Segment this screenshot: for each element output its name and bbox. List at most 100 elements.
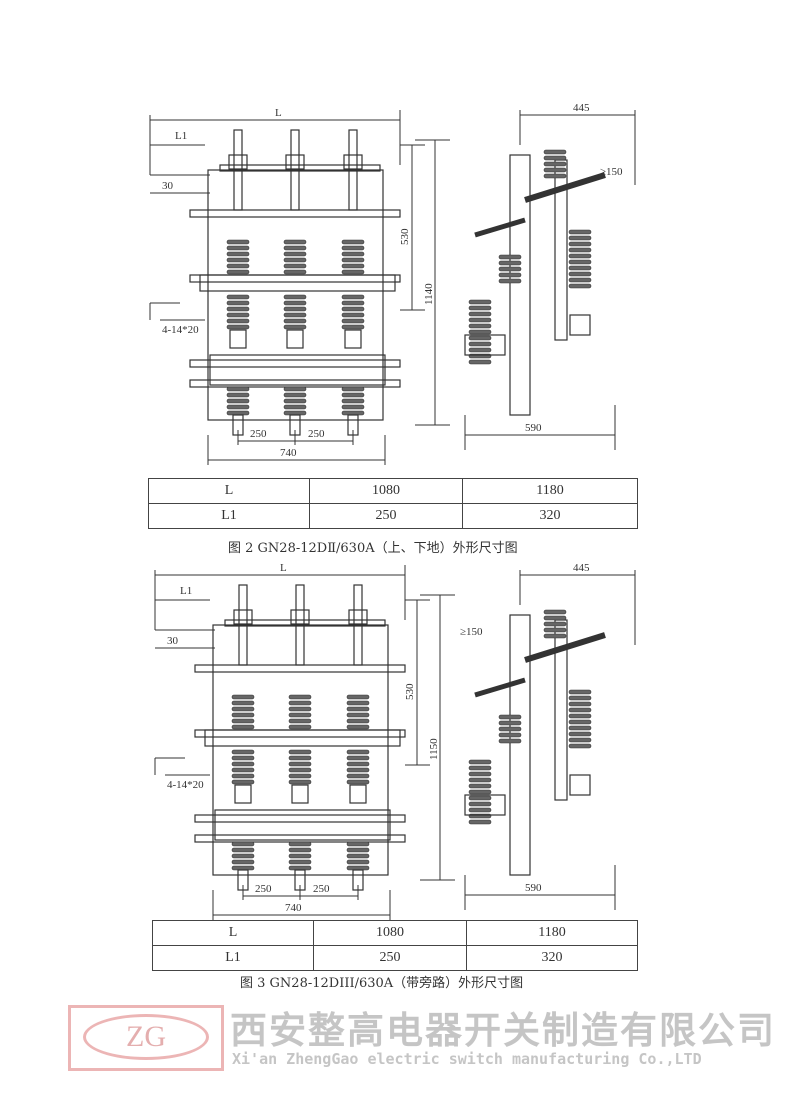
insulator-shed — [288, 712, 312, 718]
figure-3-caption: 图 3 GN28-12DIII/630A（带旁路）外形尺寸图 — [240, 976, 524, 991]
operating-arm — [474, 677, 526, 698]
insulator-shed — [226, 239, 250, 245]
operating-arm — [524, 172, 606, 203]
dim-L: L — [280, 562, 287, 574]
insulator-shed — [498, 278, 522, 284]
insulator-shed — [288, 706, 312, 712]
dim-L1: L1 — [175, 130, 187, 142]
insulator-shed — [341, 257, 365, 263]
insulator-shed — [346, 773, 370, 779]
insulator-shed — [288, 700, 312, 706]
insulator-shed — [341, 318, 365, 324]
insulator-shed — [468, 359, 492, 365]
insulator-shed — [341, 312, 365, 318]
insulator-shed — [346, 712, 370, 718]
clamp — [229, 329, 247, 349]
blade — [290, 129, 300, 211]
insulator-shed — [226, 263, 250, 269]
insulator-shed — [568, 247, 592, 253]
insulator-shed — [341, 324, 365, 330]
table-cell: 1180 — [466, 920, 638, 946]
insulator-shed — [226, 257, 250, 263]
insulator-shed — [226, 386, 250, 392]
insulator-shed — [543, 609, 567, 615]
insulator-shed — [568, 713, 592, 719]
insulator-shed — [346, 853, 370, 859]
insulator-shed — [568, 241, 592, 247]
dim-530: 530 — [399, 228, 411, 245]
insulator-shed — [568, 695, 592, 701]
insulator-shed — [498, 714, 522, 720]
insulator-shed — [231, 859, 255, 865]
insulator-shed — [341, 245, 365, 251]
insulator-shed — [226, 294, 250, 300]
insulator-shed — [543, 615, 567, 621]
figure-2-caption: 图 2 GN28-12DⅡ/630A（上、下地）外形尺寸图 — [228, 541, 518, 556]
table-cell: 250 — [313, 945, 467, 971]
mid-bar — [204, 729, 401, 747]
insulator-shed — [568, 689, 592, 695]
insulator-shed — [468, 789, 492, 795]
table-cell: L — [152, 920, 314, 946]
top-bar — [224, 619, 386, 627]
insulator-shed — [498, 726, 522, 732]
dim-height: 1150 — [428, 738, 440, 760]
table-cell: 1080 — [313, 920, 467, 946]
insulator-shed — [226, 300, 250, 306]
dim-pitch-1: 250 — [250, 428, 267, 440]
insulator-shed — [568, 707, 592, 713]
insulator-shed — [283, 294, 307, 300]
insulator-shed — [288, 718, 312, 724]
insulator-shed — [341, 392, 365, 398]
cross-bar — [194, 729, 406, 738]
table-cell: 250 — [309, 503, 463, 529]
cross-bar — [189, 379, 401, 388]
operating-arm — [524, 632, 606, 663]
insulator-shed — [231, 773, 255, 779]
insulator-shed — [468, 323, 492, 329]
insulator-shed — [226, 251, 250, 257]
top-bar — [219, 164, 381, 172]
insulator-shed — [468, 311, 492, 317]
base-block — [569, 314, 591, 336]
insulator-shed — [498, 272, 522, 278]
insulator-shed — [568, 731, 592, 737]
insulator-shed — [543, 627, 567, 633]
logo-text: ZG — [83, 1014, 209, 1060]
base-block — [569, 774, 591, 796]
dim-side-top: 445 — [573, 102, 590, 114]
dim-width: 740 — [280, 447, 297, 459]
insulator-shed — [288, 773, 312, 779]
insulator-shed — [226, 312, 250, 318]
insulator-shed — [568, 737, 592, 743]
dim-side-top: 445 — [573, 562, 590, 574]
insulator-shed — [468, 795, 492, 801]
insulator-shed — [226, 392, 250, 398]
insulator-shed — [341, 263, 365, 269]
cross-bar — [194, 814, 406, 823]
insulator-shed — [341, 251, 365, 257]
insulator-shed — [288, 767, 312, 773]
insulator-shed — [283, 404, 307, 410]
dim-L: L — [275, 107, 282, 119]
insulator-shed — [543, 161, 567, 167]
clamp — [349, 784, 367, 804]
insulator-shed — [346, 761, 370, 767]
insulator-shed — [283, 239, 307, 245]
insulator-shed — [231, 841, 255, 847]
insulator-shed — [283, 324, 307, 330]
insulator-shed — [341, 300, 365, 306]
insulator-shed — [341, 386, 365, 392]
insulator-shed — [283, 263, 307, 269]
insulator-shed — [231, 853, 255, 859]
insulator-shed — [568, 235, 592, 241]
insulator-shed — [231, 767, 255, 773]
blade — [238, 584, 248, 666]
contact — [290, 609, 310, 625]
dim-clearance: ≥150 — [460, 626, 483, 638]
insulator-shed — [568, 253, 592, 259]
insulator-shed — [283, 386, 307, 392]
insulator-shed — [568, 743, 592, 749]
table-cell: 320 — [462, 503, 638, 529]
